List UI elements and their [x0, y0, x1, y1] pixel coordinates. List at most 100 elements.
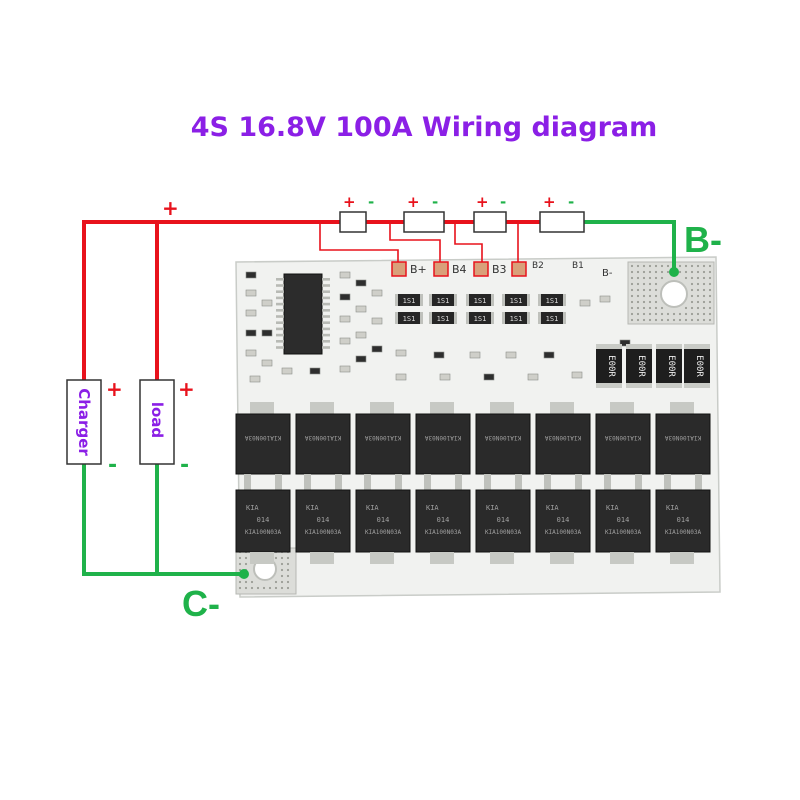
smd-part — [339, 315, 351, 323]
mosfet-leg — [335, 474, 342, 482]
pad-dot — [702, 264, 706, 268]
pad-dot — [642, 300, 646, 304]
pad-dot — [696, 270, 700, 274]
bms-board: P- C- B+ B4 B3 B2 B1 B- 1S11S11S11S11S11… — [235, 256, 721, 598]
pad-dot — [642, 312, 646, 316]
balance-resistor: 1S1 — [538, 312, 566, 324]
pad-dot — [636, 294, 640, 298]
pad-dot — [690, 318, 694, 322]
pad-dot — [696, 318, 700, 322]
resistor-marking: 1S1 — [437, 315, 450, 323]
pad-dot — [630, 294, 634, 298]
mosfet-leg — [395, 474, 402, 482]
pad-dot — [702, 318, 706, 322]
charger-plus: + — [106, 377, 123, 401]
cell1-plus: + — [343, 193, 356, 211]
ic-pin — [322, 327, 330, 331]
mosfet-leg — [484, 474, 491, 482]
pad-dot — [238, 580, 242, 584]
shunt-cap — [656, 383, 682, 388]
mosfet-leg — [515, 474, 522, 482]
resistor-cap — [454, 294, 457, 306]
ic-pin — [276, 315, 284, 318]
pad-dot — [274, 556, 278, 560]
pad-dot — [708, 282, 712, 286]
mosfet-tab — [370, 552, 394, 564]
pad-dot — [690, 294, 694, 298]
smd-part — [543, 351, 555, 359]
shunt-body — [656, 344, 682, 388]
resistor-marking: 1S1 — [474, 297, 487, 305]
mosfet-marking: KIA100N03A — [365, 434, 402, 441]
mosfet-marking: KIA100N03A — [365, 529, 402, 536]
mosfet-body — [595, 489, 651, 553]
pad-dot — [708, 270, 712, 274]
pad-dot — [708, 318, 712, 322]
mosfet-marking: 014 — [317, 516, 330, 524]
mosfet-leg — [244, 482, 251, 490]
pad-dot — [636, 282, 640, 286]
mosfet-top: KIA100N03A — [655, 402, 711, 482]
pad-dot — [268, 586, 272, 590]
ic-pin — [276, 284, 284, 287]
pad-dot — [648, 318, 652, 322]
mosfet-marking: 014 — [257, 516, 270, 524]
mosfet-marking: KIA100N03A — [545, 434, 582, 441]
pad-dot — [286, 568, 290, 572]
pad-dot — [672, 312, 676, 316]
pad-dot — [648, 300, 652, 304]
pad-dot — [286, 586, 290, 590]
red-wire-main — [82, 220, 340, 380]
mosfet-leg — [575, 482, 582, 490]
resistor-body — [540, 312, 564, 324]
mosfet-tab — [610, 552, 634, 564]
mosfet-leg — [695, 474, 702, 482]
smd-part — [619, 339, 631, 347]
resistor-marking: 1S1 — [510, 297, 523, 305]
cell3-minus: - — [500, 193, 506, 211]
smd-part — [371, 345, 383, 353]
pad-dot — [684, 306, 688, 310]
pad-dot — [690, 300, 694, 304]
pad-dot — [708, 294, 712, 298]
pad-dot — [648, 282, 652, 286]
mosfet-leg — [664, 482, 671, 490]
smd-part — [579, 299, 591, 307]
mosfet-marking: KIA100N03A — [305, 529, 342, 536]
pad-dot — [280, 586, 284, 590]
shunt-resistor: E00R — [684, 344, 710, 388]
smd-part — [355, 355, 367, 363]
resistor-body — [431, 294, 455, 306]
ic-pin — [322, 302, 330, 306]
pad-dot — [690, 264, 694, 268]
shunt-body — [684, 344, 710, 388]
mosfet-body — [655, 413, 711, 475]
pad-dot — [648, 306, 652, 310]
pad-dot — [286, 562, 290, 566]
resistor-marking: 1S1 — [474, 315, 487, 323]
mosfet-top: KIA100N03A — [415, 402, 471, 482]
silk-b3: B3 — [492, 263, 507, 276]
smd-part — [339, 365, 351, 373]
pad-dot — [690, 288, 694, 292]
mosfet-leg — [635, 482, 642, 490]
pad-dot — [238, 586, 242, 590]
smd-part — [245, 349, 257, 357]
pad-dot — [244, 562, 248, 566]
ic-pin — [276, 309, 284, 312]
pad-dot — [684, 276, 688, 280]
shunt-cap — [596, 383, 622, 388]
smd-part — [249, 375, 261, 383]
pad-dot — [672, 318, 676, 322]
smd-part — [339, 293, 351, 301]
smd-part — [245, 271, 257, 279]
shunt-body — [626, 344, 652, 388]
mosfet-marking: 014 — [617, 516, 630, 524]
resistor-body — [397, 312, 421, 324]
mosfet-leg — [244, 474, 251, 482]
pad-dot — [286, 574, 290, 578]
pad-dot — [654, 294, 658, 298]
mosfet-leg — [395, 482, 402, 490]
